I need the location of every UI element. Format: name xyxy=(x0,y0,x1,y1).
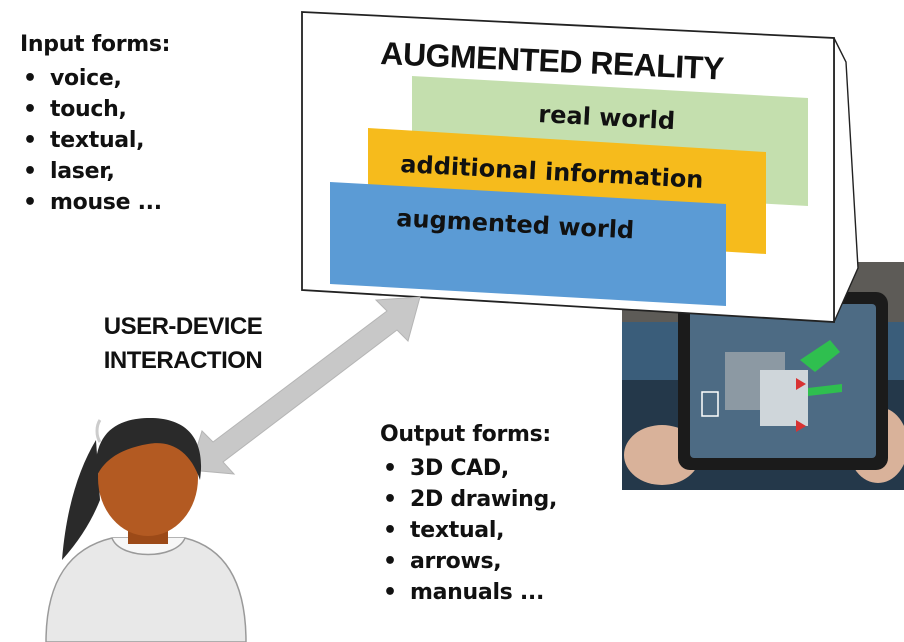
augmented-world-layer xyxy=(330,182,726,306)
output-form-item: textual, xyxy=(380,515,557,546)
input-form-item: voice, xyxy=(20,63,162,94)
interaction-line-2: INTERACTION xyxy=(103,347,263,374)
output-forms-title: Output forms: xyxy=(380,422,551,447)
output-form-item: arrows, xyxy=(380,546,557,577)
input-form-item: mouse ... xyxy=(20,187,162,218)
output-form-item: 3D CAD, xyxy=(380,453,557,484)
interaction-line-1: USER-DEVICE xyxy=(103,313,263,340)
user-device-interaction-label: USER-DEVICE INTERACTION xyxy=(78,310,288,378)
input-form-item: touch, xyxy=(20,94,162,125)
double-arrow-icon xyxy=(189,296,421,475)
input-form-item: textual, xyxy=(20,125,162,156)
input-forms-title: Input forms: xyxy=(20,32,171,57)
input-form-item: laser, xyxy=(20,156,162,187)
output-forms-list: 3D CAD, 2D drawing, textual, arrows, man… xyxy=(380,453,557,608)
input-forms-list: voice, touch, textual, laser, mouse ... xyxy=(20,63,162,218)
output-form-item: manuals ... xyxy=(380,577,557,608)
user-avatar-icon xyxy=(45,418,247,642)
output-form-item: 2D drawing, xyxy=(380,484,557,515)
